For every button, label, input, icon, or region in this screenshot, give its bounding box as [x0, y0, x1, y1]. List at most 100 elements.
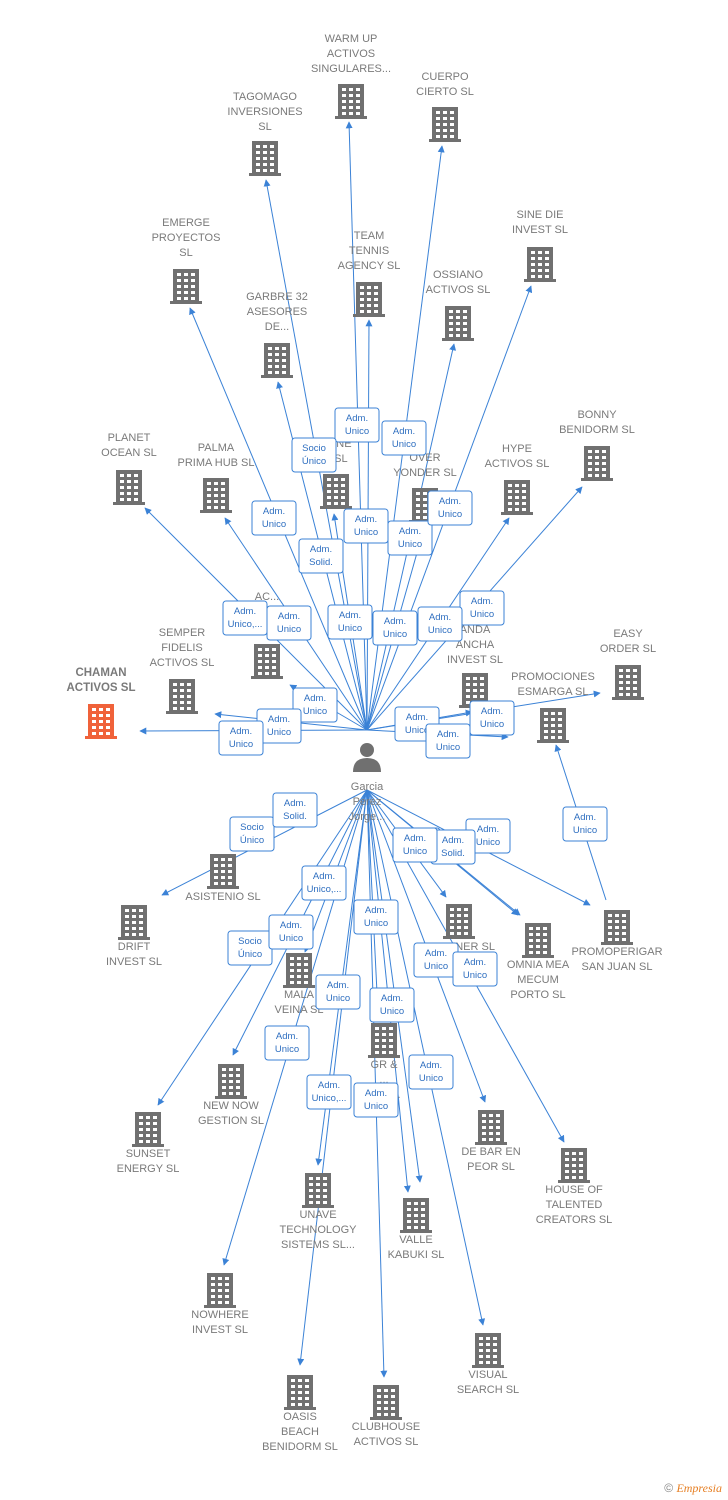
relation-label[interactable]: Adm.Unico: [465, 818, 511, 854]
relation-label[interactable]: Adm.Unico: [427, 490, 473, 526]
relation-label[interactable]: Adm.Unico: [264, 1025, 310, 1061]
relation-label[interactable]: Adm.Unico: [392, 827, 438, 863]
relation-label[interactable]: Adm.Unico: [562, 806, 608, 842]
company-name-line: PEOR SL: [467, 1161, 515, 1173]
relation-label[interactable]: Adm.Unico: [408, 1054, 454, 1090]
relation-label[interactable]: Adm.Unico: [327, 604, 373, 640]
relation-label-text: Adm.: [393, 426, 415, 437]
relation-label[interactable]: Adm.Unico: [369, 987, 415, 1023]
company-name-line: ACTIVOS SL: [66, 682, 135, 694]
relation-label[interactable]: Adm.Unico: [268, 914, 314, 950]
relation-label-text: Adm.: [310, 544, 332, 555]
relation-label[interactable]: Adm.Unico: [251, 500, 297, 536]
relation-label[interactable]: Adm.Solid.: [298, 538, 344, 574]
relation-label[interactable]: Adm.Solid.: [430, 829, 476, 865]
relation-label[interactable]: Adm.Unico: [469, 700, 515, 736]
company-name-line: YONDER SL: [393, 467, 457, 479]
relation-label[interactable]: Adm.Unico: [413, 942, 459, 978]
relation-label-text: Unico: [392, 439, 416, 450]
relation-label[interactable]: Adm.Unico: [266, 605, 312, 641]
relation-label[interactable]: Adm.Unico: [343, 508, 389, 544]
relation-label-text: Unico: [419, 1073, 443, 1084]
relation-label[interactable]: Adm.Solid.: [272, 792, 318, 828]
relation-label[interactable]: Adm.Unico: [218, 720, 264, 756]
relation-label[interactable]: Adm.Unico,...: [301, 865, 347, 901]
company-node[interactable]: AC...: [251, 591, 283, 679]
relation-label-text: Unico: [470, 609, 494, 620]
company-name-line: GARBRE 32: [246, 291, 308, 303]
relation-label[interactable]: Adm.Unico: [353, 1082, 399, 1118]
relation-label[interactable]: Adm.Unico: [256, 708, 302, 744]
company-name-line: ASISTENIO SL: [185, 891, 260, 903]
relation-label[interactable]: Adm.Unico,...: [222, 600, 268, 636]
relation-label-text: Adm.: [442, 835, 464, 846]
company-node[interactable]: WARM UPACTIVOSSINGULARES...: [311, 33, 391, 119]
brand-name[interactable]: Empresia: [676, 1481, 722, 1495]
company-name-line: CREATORS SL: [536, 1214, 613, 1226]
relation-label[interactable]: Adm. Unico: [381, 420, 427, 456]
relation-label[interactable]: Adm. Unico: [417, 606, 463, 642]
relation-label[interactable]: Adm.Unico: [425, 723, 471, 759]
relation-label-text: Adm.: [429, 612, 451, 623]
relation-label[interactable]: Adm.Unico: [334, 407, 380, 443]
relation-label-text: Adm.: [365, 1088, 387, 1099]
company-node[interactable]: GARBRE 32ASESORESDE...: [246, 291, 308, 378]
relation-label-text: Unico: [428, 625, 452, 636]
building-icon: [522, 923, 554, 958]
company-name-line: ACTIVOS SL: [426, 284, 491, 296]
company-name-line: NEW NOW: [203, 1100, 259, 1112]
company-name-line: EASY: [613, 628, 643, 640]
company-name-line: ANDA: [460, 624, 491, 636]
relation-label[interactable]: Adm.Unico: [387, 520, 433, 556]
relation-label[interactable]: Adm.Unico,...: [306, 1074, 352, 1110]
relation-label[interactable]: Adm.Unico: [315, 974, 361, 1010]
center-person-node[interactable]: GarciaPerezJorge...: [349, 743, 386, 823]
relation-label[interactable]: Adm.Unico: [459, 590, 505, 626]
company-node[interactable]: ASISTENIO SL: [185, 854, 261, 903]
company-name-line: ACTIVOS: [327, 48, 375, 60]
building-icon: [207, 854, 239, 889]
company-name-line: DE...: [265, 321, 289, 333]
company-name-line: INVEST SL: [192, 1324, 248, 1336]
relation-label[interactable]: Adm.Unico: [353, 899, 399, 935]
company-name-line: ANCHA: [456, 639, 495, 651]
company-name-line: ESMARGA SL: [518, 686, 589, 698]
relation-label[interactable]: Adm.Unico: [372, 610, 418, 646]
relation-label-text: Unico: [229, 739, 253, 750]
relation-label[interactable]: Adm.Unico: [452, 951, 498, 987]
relation-label[interactable]: Adm.Unico: [292, 687, 338, 723]
